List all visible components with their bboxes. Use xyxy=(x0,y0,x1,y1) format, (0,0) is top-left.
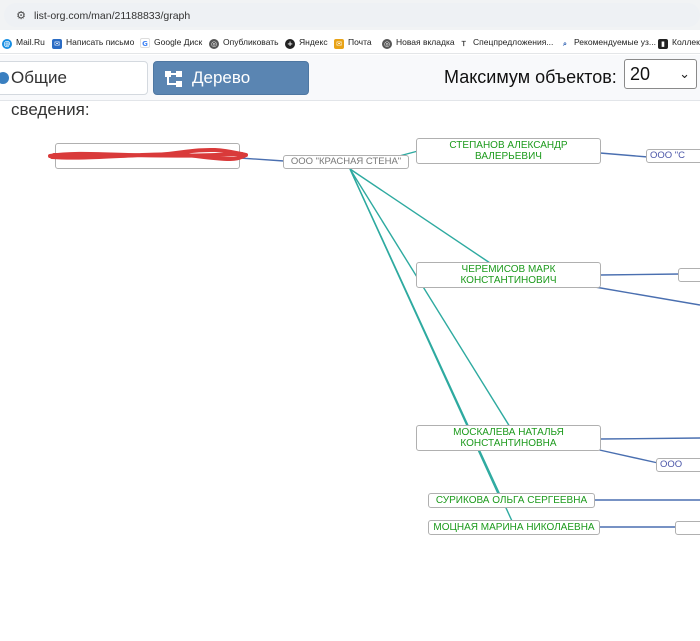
globe-icon: ◎ xyxy=(209,39,219,49)
tab-general-info[interactable]: Общие сведения: xyxy=(0,61,148,119)
edge-person3-org-b xyxy=(594,448,659,464)
google-icon: G xyxy=(140,38,150,48)
url-text[interactable]: list-org.com/man/21188833/graph xyxy=(34,10,191,22)
edge-root-company xyxy=(239,157,285,162)
globe-icon: ◎ xyxy=(382,39,392,49)
node-person[interactable]: СУРИКОВА ОЛЬГА СЕРГЕЕВНА xyxy=(428,493,595,508)
tree-icon xyxy=(165,71,182,87)
bookmark-publish[interactable]: ◎Опубликовать xyxy=(209,37,279,49)
edge-company-person-3 xyxy=(349,168,511,428)
edge-company-person-5 xyxy=(349,168,513,522)
bookmark-icon: ▮ xyxy=(658,39,668,49)
bookmark-mail[interactable]: ✉Почта xyxy=(334,35,372,49)
graph-edges xyxy=(239,150,700,528)
bookmark-yandex[interactable]: +Яндекс xyxy=(285,35,328,49)
tab-relations-tree[interactable]: Дерево связей: xyxy=(153,61,309,119)
edge-person3-org-a xyxy=(599,437,700,440)
translate-icon: Ꭲ xyxy=(459,39,469,49)
edge-company-person-2 xyxy=(349,168,491,264)
node-org-clipped[interactable]: ООО xyxy=(656,458,700,472)
node-org-clipped[interactable] xyxy=(678,268,700,282)
edge-person1-org xyxy=(599,152,649,158)
node-person[interactable]: МОСКАЛЕВА НАТАЛЬЯ КОНСТАНТИНОВНА xyxy=(416,425,601,451)
bookmark-new-tab[interactable]: ◎Новая вкладка xyxy=(382,37,455,49)
node-org-clipped[interactable]: ООО "С xyxy=(646,149,700,163)
node-org-clipped[interactable] xyxy=(675,521,700,535)
search-icon: ⌕ xyxy=(560,39,570,49)
info-icon xyxy=(0,72,9,84)
chevron-down-icon: ⌄ xyxy=(679,67,690,82)
node-person[interactable]: СТЕПАНОВ АЛЕКСАНДР ВАЛЕРЬЕВИЧ xyxy=(416,138,601,164)
relations-graph: ООО "КРАСНАЯ СТЕНА" СТЕПАНОВ АЛЕКСАНДР В… xyxy=(0,101,700,641)
bookmark-write-mail[interactable]: ✉Написать письмо xyxy=(52,35,134,49)
edge-person2-org-a xyxy=(599,273,681,276)
node-company[interactable]: ООО "КРАСНАЯ СТЕНА" xyxy=(283,155,409,169)
edge-person2-org-b xyxy=(594,286,700,306)
site-settings-icon[interactable]: ⚙ xyxy=(16,9,26,22)
max-objects-label: Максимум объектов: xyxy=(444,67,617,87)
max-objects-select[interactable]: 20 ⌄ xyxy=(624,59,697,89)
plus-icon: + xyxy=(285,39,295,49)
browser-address-bar: ⚙ list-org.com/man/21188833/graph xyxy=(0,0,700,30)
mail-write-icon: ✉ xyxy=(52,39,62,49)
bookmark-recommended[interactable]: ⌕Рекомендуемые уз... xyxy=(560,35,656,49)
url-field[interactable]: ⚙ list-org.com/man/21188833/graph xyxy=(4,3,700,27)
graph-toolbar: Общие сведения: Дерево связей: Максимум … xyxy=(0,55,700,119)
mailru-icon: @ xyxy=(2,39,12,49)
node-person[interactable]: ЧЕРЕМИСОВ МАРК КОНСТАНТИНОВИЧ xyxy=(416,262,601,288)
bookmark-collections[interactable]: ▮Коллекц... xyxy=(658,35,700,49)
envelope-icon: ✉ xyxy=(334,39,344,49)
bookmark-mailru[interactable]: @Mail.Ru xyxy=(2,37,45,49)
node-person[interactable]: МОЦНАЯ МАРИНА НИКОЛАЕВНА xyxy=(428,520,600,535)
redaction-scribble xyxy=(48,147,248,161)
